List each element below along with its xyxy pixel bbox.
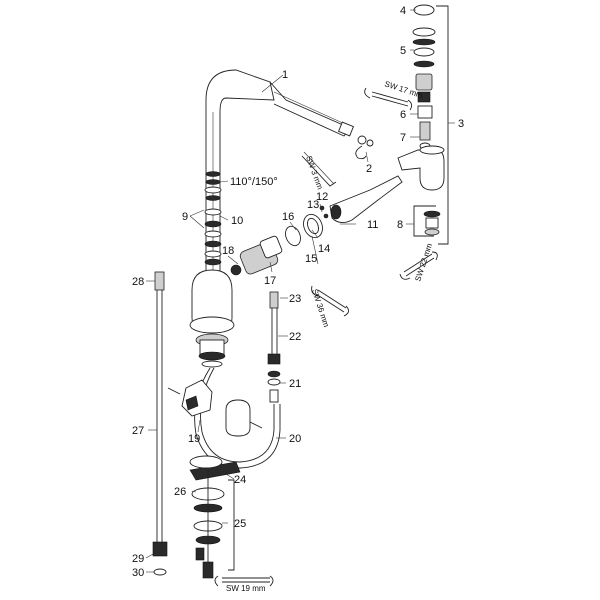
wrench-icon: [214, 575, 274, 587]
tool-sw22: SW 22 mm: [413, 242, 434, 283]
wrench-icon: [364, 87, 413, 111]
callout-1: 1: [282, 69, 288, 81]
tool-sw36: SW 36 mm: [310, 288, 331, 329]
callout-12: 12: [316, 191, 328, 203]
supply-hose-left: [152, 271, 168, 576]
callout-17: 17: [264, 275, 276, 287]
callout-4: 4: [400, 5, 406, 17]
wrench-icon: [399, 251, 438, 280]
callout-26: 26: [174, 486, 186, 498]
tool-sw19: SW 19 mm: [226, 584, 266, 593]
callout-20: 20: [289, 433, 301, 445]
callout-7: 7: [400, 132, 406, 144]
callout-2: 2: [366, 163, 372, 175]
callout-24: 24: [234, 474, 246, 486]
wrench-icon: [311, 285, 349, 317]
supply-hose-right: [267, 291, 281, 403]
callout-21: 21: [289, 378, 301, 390]
callout-27: 27: [132, 425, 144, 437]
callout-5: 5: [400, 45, 406, 57]
callout-23: 23: [289, 293, 301, 305]
aerator-stack: [397, 4, 445, 236]
callout-28: 28: [132, 276, 144, 288]
swivel-rings: [204, 171, 222, 266]
callout-labels: 1 2 3 4 5 6 7 8 9 10 11 12 13 14 15 16 1…: [132, 5, 464, 579]
callout-18: 18: [222, 245, 234, 257]
callout-11: 11: [367, 219, 378, 231]
allen-key-icon: [301, 155, 337, 187]
cartridge-assembly: [230, 213, 323, 276]
callout-29: 29: [132, 553, 144, 565]
mounting-kit: [189, 455, 241, 579]
callout-19: 19: [188, 433, 200, 445]
callout-30: 30: [132, 567, 144, 579]
angle-label: 110°/150°: [230, 176, 278, 188]
callout-25: 25: [234, 518, 246, 530]
callout-10: 10: [231, 215, 243, 227]
callout-9: 9: [182, 211, 188, 223]
clamp-parts: [167, 379, 263, 437]
hose-clip: [355, 145, 367, 160]
callout-15: 15: [305, 253, 317, 265]
lever-handle: [319, 175, 403, 223]
leader-lines: [145, 9, 455, 573]
callout-14: 14: [318, 243, 330, 255]
callout-8: 8: [397, 219, 403, 231]
callout-3: 3: [458, 118, 464, 130]
callout-13: 13: [307, 199, 319, 211]
callout-16: 16: [282, 211, 294, 223]
callout-6: 6: [400, 109, 406, 121]
mixer-body: [189, 269, 235, 368]
tool-sw3: SW 3 mm: [304, 155, 325, 191]
callout-22: 22: [289, 331, 301, 343]
